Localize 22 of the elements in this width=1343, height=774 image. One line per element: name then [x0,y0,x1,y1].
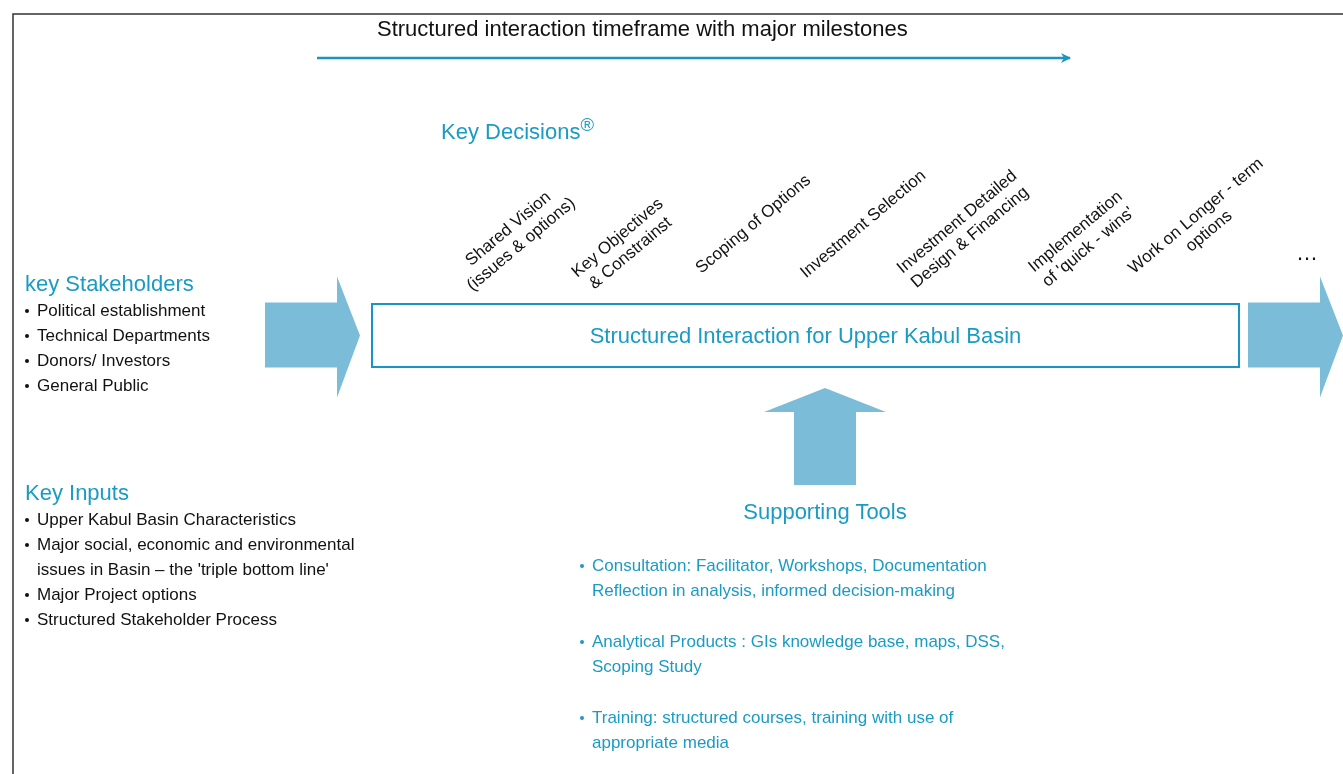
list-item: Political establishment [37,301,206,320]
section-heading: Key Decisions$^{®}$ [441,114,594,146]
ellipsis: … [1296,240,1318,266]
list-item: Structured Stakeholder Process [37,610,277,629]
list-item: Donors/ Investors [37,351,171,370]
list-item: Analytical Products : GIs knowledge base, maps, DSS, Scoping Study [592,632,1005,676]
block-arrow [1248,276,1343,398]
process-box [371,303,1240,368]
section-heading: Key Inputs [25,479,130,507]
list-item: Consultation: Facilitator, Workshops, Documentation Reflection in analysis, informed decision-making [592,556,987,600]
list-item: Major Project options [37,585,197,604]
block-arrow [764,388,886,485]
list-item: Upper Kabul Basin Characteristics [37,510,296,529]
timeline-title: Structured interaction timeframe with major milestones [377,16,908,42]
list-item: Major social, economic and environmental issues in Basin – the 'triple bottom line' [37,535,355,579]
block-arrow [265,276,360,398]
section-heading: Supporting Tools [742,498,908,526]
box-title: Structured Interaction for Upper Kabul Basin [589,322,1022,349]
section-heading: key Stakeholders [25,270,195,298]
list-item: Training: structured courses, training with use of appropriate media [592,708,954,752]
list-item: Technical Departments [37,326,210,345]
list-item: General Public [37,376,149,395]
